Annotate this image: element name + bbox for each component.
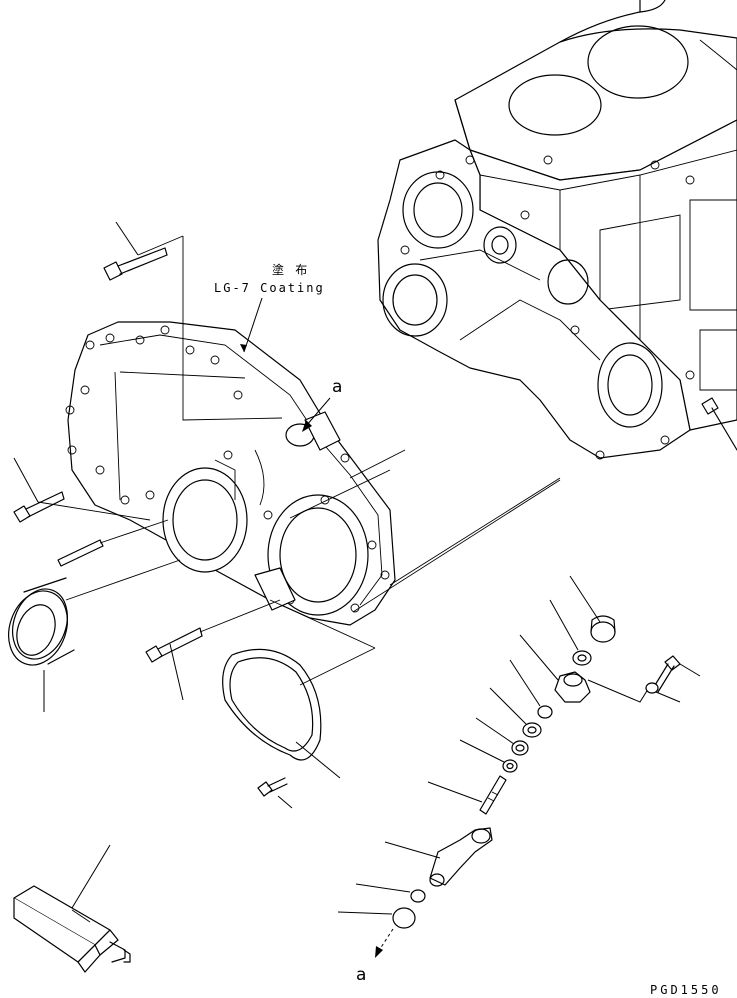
- housing: [385, 828, 492, 886]
- block-bolt: [702, 398, 737, 450]
- plug: [338, 908, 415, 928]
- oil-seal: [0, 578, 77, 712]
- coating-label-en: LG-7 Coating: [214, 281, 325, 295]
- assembly-guide-lines: [38, 236, 560, 685]
- rod: [428, 776, 506, 814]
- ball: [510, 660, 552, 718]
- valve-body: [520, 635, 650, 702]
- coating-label-jp: 塗 布: [272, 262, 309, 277]
- coating-callout: 塗 布 LG-7 Coating: [214, 262, 325, 352]
- cap: [570, 576, 615, 642]
- washer-2: [646, 683, 680, 702]
- reference-a-bottom: a: [356, 929, 393, 985]
- nut-1: [476, 718, 528, 755]
- engine-block: [378, 0, 737, 459]
- ref-a-top-label: a: [332, 377, 342, 397]
- dowel-pin: [58, 540, 103, 566]
- bolt-right: [652, 656, 700, 692]
- special-tool: [14, 845, 130, 972]
- small-bolt: [258, 778, 292, 808]
- o-ring: [490, 688, 541, 737]
- gasket: [223, 649, 340, 778]
- front-cover: [66, 322, 395, 625]
- reference-a-top: a: [302, 377, 342, 432]
- nut-3: [356, 884, 425, 902]
- long-bolt-top: [104, 222, 167, 280]
- bolt-left: [14, 458, 64, 522]
- drawing-code: PGD1550: [650, 983, 722, 997]
- ref-a-bottom-label: a: [356, 965, 366, 985]
- washer-1: [550, 600, 591, 665]
- nut-2: [460, 740, 517, 772]
- bolt-middle: [146, 628, 202, 700]
